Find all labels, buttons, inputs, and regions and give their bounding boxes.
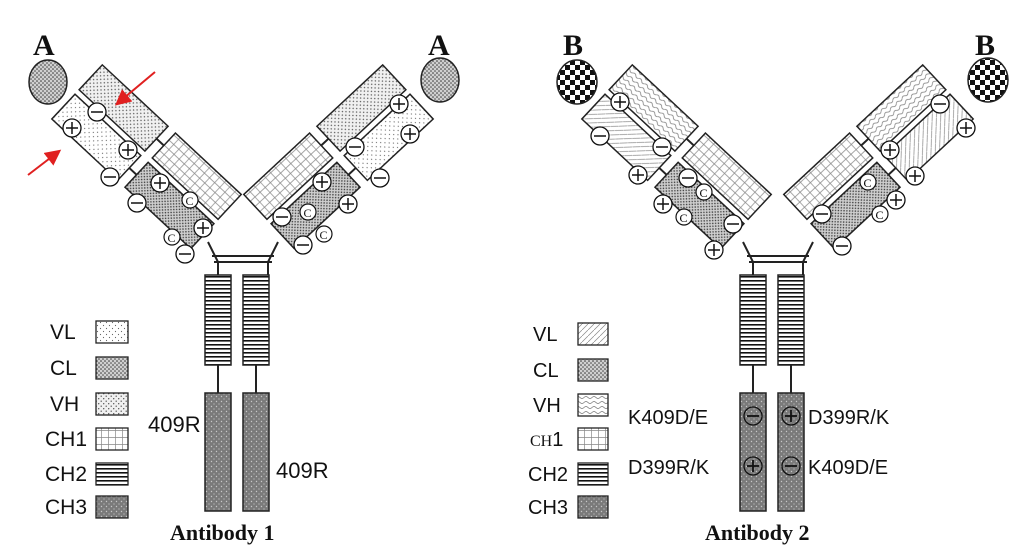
legend-swatch-vl [577,322,609,346]
legend-swatch-vh [577,393,609,417]
heavy-chain-ch1 [151,132,243,221]
legend-swatch-vl [95,320,129,344]
svg-text:C: C [876,208,884,222]
legend-swatch-ch1 [577,427,609,451]
legend-label-vl: VL [50,321,76,344]
ch2-left [204,274,232,366]
legend-label-ch3: CH3 [45,496,87,519]
legend-label-cl: CL [533,360,559,382]
legend-label-ch2: CH2 [45,463,87,486]
ch3-left [739,392,767,512]
legend-label-ch1: CH1 [530,429,563,451]
antigen-a-right [420,57,460,103]
mutation-label-409r-upper: 409R [148,412,201,437]
light-chain-vl [50,93,142,182]
fab-right-2 [782,63,975,250]
light-chain-vl [580,93,672,182]
red-arrow-lower [27,149,62,176]
antibody-1: A A [27,29,460,545]
mutation-label-d399-left: D399R/K [628,457,710,479]
legend-swatch-ch2 [95,462,129,486]
antibody-2: B B [528,29,1009,545]
legend-swatch-ch2 [577,462,609,486]
svg-text:C: C [304,206,312,220]
antigen-label-b-left: B [563,29,583,62]
red-arrow-upper [114,71,156,106]
legend-label-vh: VH [50,393,79,416]
legend-label-ch2: CH2 [528,464,568,486]
legend-1: VL CL VH CH1 CH2 CH3 [45,320,129,519]
light-chain-cl [269,161,362,250]
charge-symbols-2: C C C C [590,92,976,476]
legend-label-vl: VL [533,324,557,346]
antigen-label-b-right: B [975,29,995,62]
antigen-a-left [28,59,68,105]
ch3-left [204,392,232,512]
fab-left-2 [580,63,773,250]
legend-2: VL CL VH CH1 CH2 CH3 [528,322,609,519]
legend-swatch-cl [577,358,609,382]
legend-label-cl: CL [50,357,77,380]
fab-left [50,63,243,250]
legend-label-vh: VH [533,395,561,417]
mutation-label-k409-left: K409D/E [628,407,708,429]
ch2-right [777,274,805,366]
heavy-chain-ch1 [681,132,773,221]
legend-swatch-ch3 [577,495,609,519]
svg-text:C: C [168,231,176,245]
mutation-label-409r-lower: 409R [276,458,329,483]
svg-text:C: C [320,228,328,242]
svg-text:C: C [864,176,872,190]
svg-text:C: C [680,211,688,225]
legend-swatch-cl [95,356,129,380]
legend-swatch-vh [95,392,129,416]
legend-swatch-ch3 [95,495,129,519]
legend-label-ch1: CH1 [45,428,87,451]
ch2-left [739,274,767,366]
caption-antibody-2: Antibody 2 [705,520,810,545]
svg-text:C: C [186,194,194,208]
heavy-chain-ch1 [782,132,874,221]
caption-antibody-1: Antibody 1 [170,520,275,545]
heavy-chain-vh [315,63,407,153]
antigen-label-a-left: A [33,29,55,62]
svg-text:C: C [700,186,708,200]
hinge-2 [742,241,814,275]
hinge-1 [207,241,279,275]
fab-right [242,63,435,250]
mutation-label-d399-right: D399R/K [808,407,890,429]
ch2-right [242,274,270,366]
charge-symbols-1: C C C C [62,94,420,264]
mutation-label-k409-right: K409D/E [808,457,888,479]
antigen-b-right [967,57,1009,103]
ch3-right [242,392,270,512]
light-chain-vl [883,93,975,182]
antigen-label-a-right: A [428,29,450,62]
antigen-b-left [556,59,598,105]
legend-swatch-ch1 [95,427,129,451]
legend-label-ch3: CH3 [528,497,568,519]
